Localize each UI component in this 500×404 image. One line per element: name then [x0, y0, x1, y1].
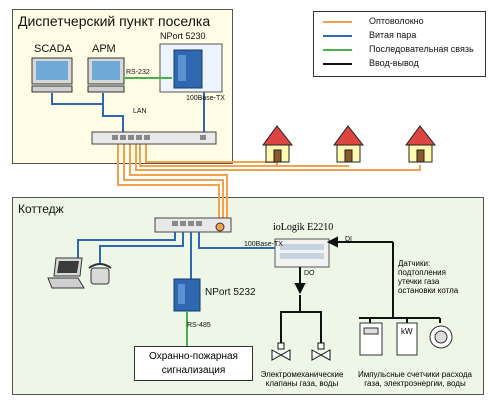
house-icon-2	[333, 125, 365, 163]
meter-lines	[359, 317, 441, 323]
scada-label: SCADA	[34, 43, 72, 55]
scada-computer-icon	[31, 57, 73, 93]
apm-label: АРМ	[92, 43, 116, 55]
alarm-system-box: Охранно-пожарная сигнализация	[134, 346, 253, 381]
sensors-line-3: утечки газа	[398, 277, 440, 286]
electric-meter-icon	[396, 322, 418, 356]
cottage-title: Коттедж	[18, 202, 64, 216]
alarm-line-2: сигнализация	[161, 365, 226, 376]
cottage-switch-icon	[154, 217, 232, 233]
do-arrow-icon	[294, 267, 306, 295]
rs232-label: RS-232	[126, 69, 150, 76]
meters-caption-line-2: газа, электроэнергии, воды	[364, 379, 466, 388]
nport-5230-icon	[159, 43, 223, 93]
valve-lines	[280, 295, 322, 348]
meters-caption-line-1: Импульсные счетчики расхода	[357, 370, 473, 379]
fiber-links	[117, 144, 421, 218]
top-switch-icon	[91, 131, 217, 145]
sensors-line-1: Датчики:	[398, 259, 431, 268]
legend-serial-label: Последовательная связь	[369, 44, 474, 54]
lan-label: LAN	[133, 108, 147, 115]
phone-icon	[88, 263, 112, 285]
valves-caption-line-1: Электромеханические	[260, 370, 344, 379]
valve-icon-2	[311, 342, 331, 361]
meters-caption: Импульсные счетчики расхода газа, электр…	[352, 370, 478, 388]
cottage-lan-links	[77, 232, 275, 280]
base-tx-label-top: 100Base-TX	[186, 95, 225, 102]
water-meter-icon	[429, 325, 453, 349]
kw-label: kW	[401, 327, 413, 336]
legend-io-label: Ввод-вывод	[369, 58, 419, 68]
legend-fiber-label: Оптоволокно	[369, 16, 424, 26]
sensors-line-4: остановки котла	[398, 286, 459, 295]
house-icon-1	[262, 125, 294, 163]
gas-meter-icon	[359, 322, 383, 356]
di-label: DI	[345, 236, 352, 243]
di-arrow-icon	[326, 236, 394, 318]
dispatcher-title: Диспетчерский пункт поселка	[18, 13, 211, 29]
legend-twisted-label: Витая пара	[369, 30, 417, 40]
iologik-label: ioLogik E2210	[273, 222, 334, 233]
valves-caption-line-2: клапаны газа, воды	[265, 379, 339, 388]
do-label: DO	[304, 270, 315, 277]
valve-icon-1	[271, 342, 291, 361]
rs485-label: RS-485	[187, 322, 211, 329]
lan-links	[51, 92, 205, 132]
sensors-line-2: подтопления	[398, 268, 446, 277]
alarm-line-1: Охранно-пожарная	[149, 351, 238, 362]
base-tx-label-bottom: 100Base-TX	[244, 241, 283, 248]
nport-5232-label: NPort 5232	[205, 287, 256, 298]
laptop-icon	[47, 257, 85, 289]
house-icon-3	[405, 125, 437, 163]
apm-computer-icon	[87, 57, 125, 93]
nport-5232-icon	[173, 278, 201, 312]
nport-5230-label: NPort 5230	[160, 31, 206, 41]
valves-caption: Электромеханические клапаны газа, воды	[258, 370, 346, 388]
sensors-block: Датчики: подтопления утечки газа останов…	[398, 259, 458, 295]
iologik-e2210-icon	[274, 238, 330, 268]
